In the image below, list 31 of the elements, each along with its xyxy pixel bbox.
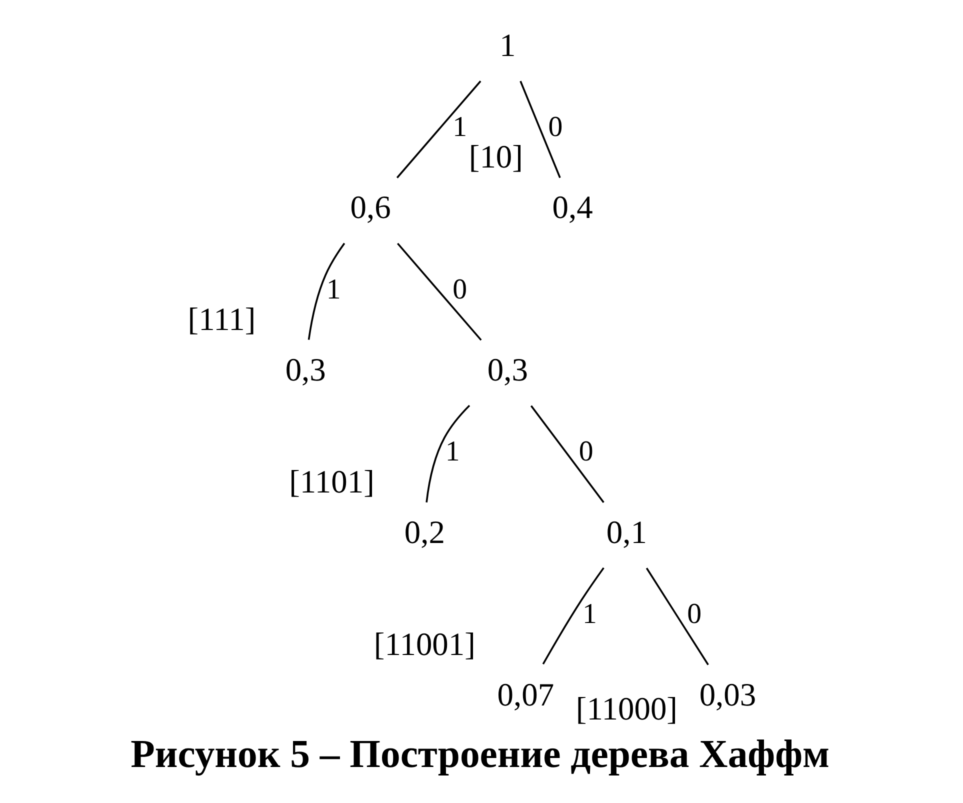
node-text: 1 xyxy=(500,28,516,64)
node-text: 0,3 xyxy=(285,352,326,389)
node-label: [1101] xyxy=(289,464,374,500)
node-text: 0,03 xyxy=(699,677,756,714)
node-label: [10] xyxy=(468,140,523,176)
node-text: 0,07 xyxy=(497,677,554,714)
connector xyxy=(396,80,482,178)
edge-label: 0 xyxy=(548,110,563,143)
connector xyxy=(520,80,561,178)
node-label: [111] xyxy=(188,302,256,338)
connector xyxy=(308,242,346,340)
edge-label: 0 xyxy=(687,598,702,630)
connector xyxy=(396,242,482,341)
node-text: 0,2 xyxy=(404,514,445,551)
node-label: [11001] xyxy=(374,626,476,663)
connector xyxy=(426,404,470,502)
connector xyxy=(646,568,709,666)
edge-label: 1 xyxy=(582,598,597,630)
node-text: 0,6 xyxy=(350,190,391,226)
edge-label: 1 xyxy=(445,436,460,468)
node-text: 0,1 xyxy=(606,514,647,551)
connector xyxy=(530,405,604,503)
edge-label: 0 xyxy=(578,436,594,468)
node-text: 0,4 xyxy=(552,190,593,226)
caption: Рисунок 5 – Построение дерева Хаффм xyxy=(130,732,830,776)
edge-label: 1 xyxy=(452,110,468,143)
edge-label: 1 xyxy=(326,273,341,306)
edge-label: 0 xyxy=(452,273,468,306)
node-text: 0,3 xyxy=(487,352,528,389)
node-label: [11000] xyxy=(576,692,678,728)
connector xyxy=(542,567,604,665)
